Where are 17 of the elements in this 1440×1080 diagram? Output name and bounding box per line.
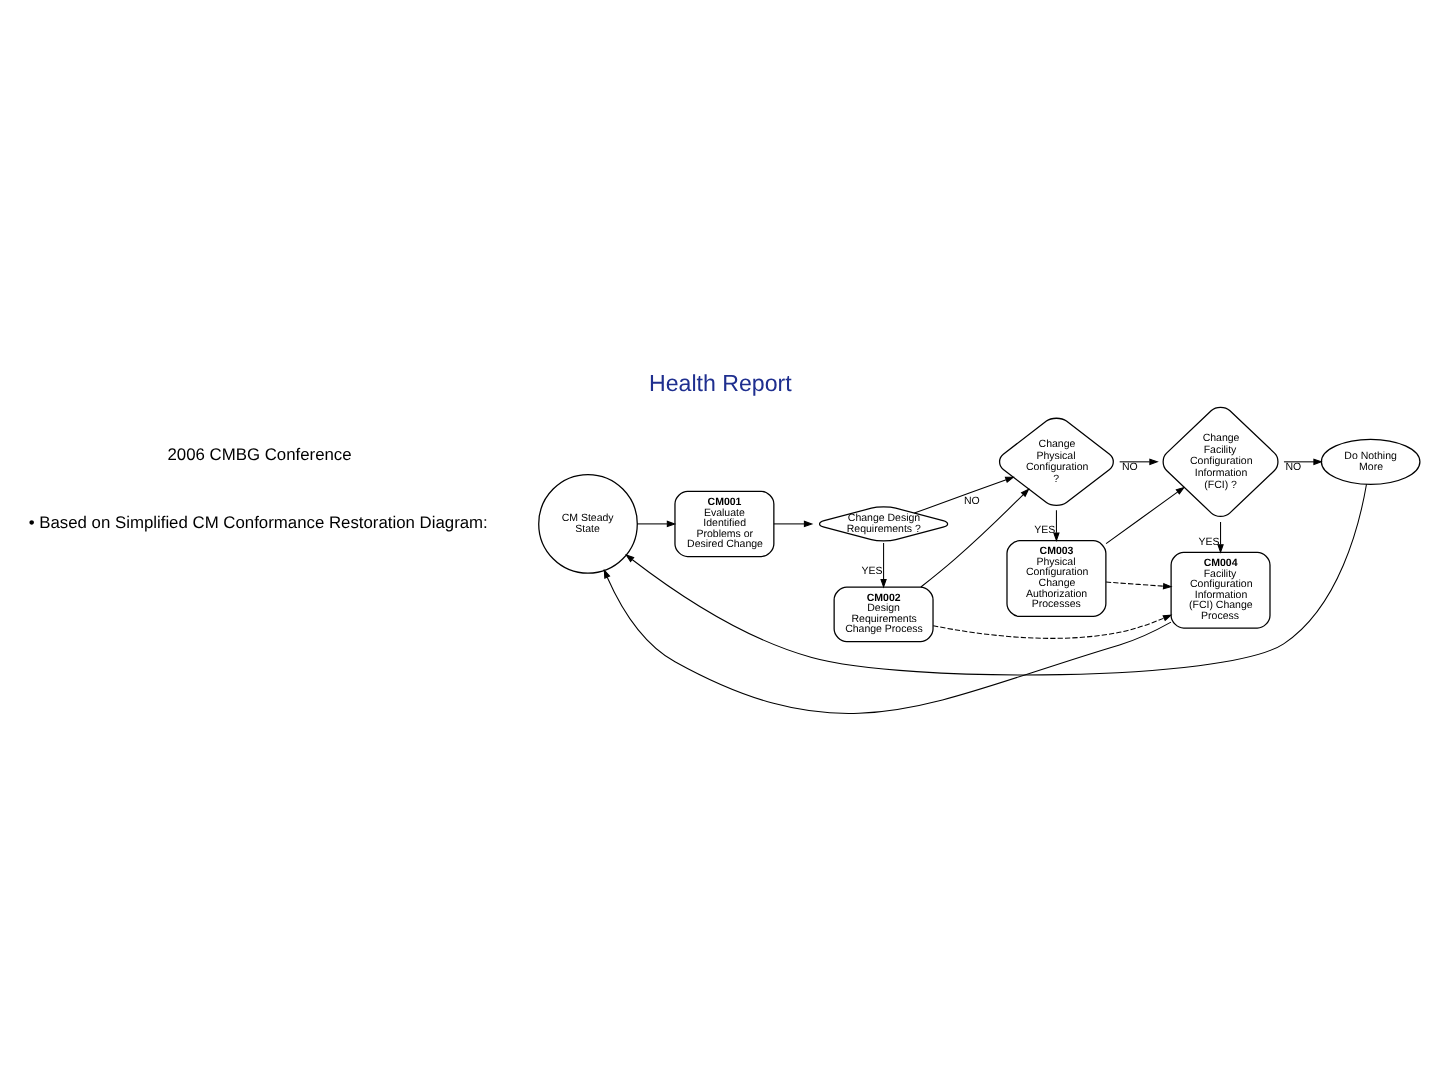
arrow [913,475,1015,513]
arrow [603,567,1172,713]
arrow [773,519,814,527]
label: • Based on Simplified CM Conformance Restoration Diagram: [28,510,488,531]
arrow [932,613,1173,638]
arrow [1105,485,1186,544]
arrow [880,541,887,588]
arrow [920,487,1030,587]
diagram-title: Health Report [648,371,792,396]
arrow [1105,580,1173,589]
arrow [1217,520,1224,553]
arrow [1283,457,1323,465]
arrow [636,519,677,527]
arrow [1053,508,1060,541]
label: 2006 CMBG Conference [167,442,352,463]
arrow [1119,457,1159,465]
arrow [625,482,1367,675]
